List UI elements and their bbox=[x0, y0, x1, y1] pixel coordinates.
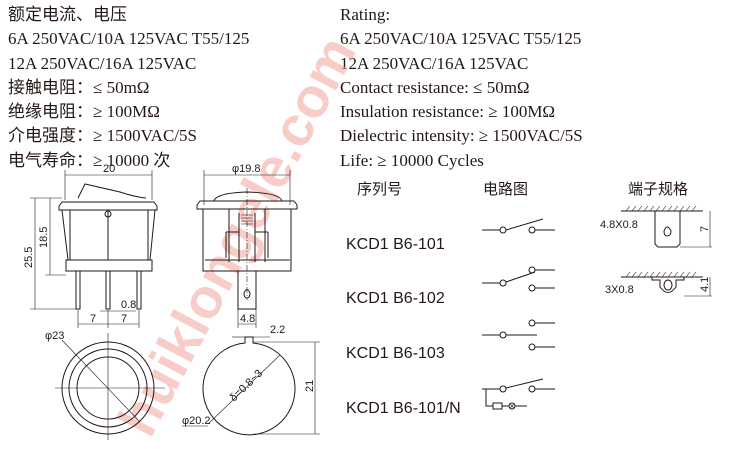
front-view: 20 25.5 18.5 0.8 7 7 bbox=[23, 163, 158, 328]
circuit-spdt bbox=[482, 266, 555, 292]
model-102: KCD1 B6-102 bbox=[346, 290, 445, 307]
spec-line: 12A 250VAC/16A 125VAC bbox=[8, 53, 197, 73]
dim-cutout-height: 21 bbox=[304, 380, 316, 392]
terminal-1-size: 4.8X0.8 bbox=[600, 219, 638, 231]
dim-pin-thickness: 0.8 bbox=[121, 299, 136, 311]
model-101: KCD1 B6-101 bbox=[346, 236, 445, 253]
circuit-spdt-center-off bbox=[482, 319, 555, 351]
circuit-spst-lamp bbox=[482, 378, 555, 410]
spec-line: 6A 250VAC/10A 125VAC T55/125 bbox=[340, 29, 582, 49]
spec-line: 6A 250VAC/10A 125VAC T55/125 bbox=[8, 29, 250, 49]
spec-line: Rating: bbox=[340, 5, 391, 24]
specs-chinese: 额定电流、电压 6A 250VAC/10A 125VAC T55/125 12A… bbox=[8, 3, 249, 173]
dim-bezel-diameter: φ23 bbox=[45, 330, 64, 342]
circuit-spst bbox=[482, 218, 555, 234]
header-model: 序列号 bbox=[357, 180, 402, 198]
dim-height-body: 18.5 bbox=[38, 227, 50, 248]
header-circuit: 电路图 bbox=[483, 180, 528, 198]
dim-panel-thickness: δ=0.8~3 bbox=[228, 367, 265, 404]
dim-side-diameter: φ19.8 bbox=[232, 163, 261, 175]
dim-width: 20 bbox=[103, 163, 115, 175]
terminal-1-height: 7 bbox=[699, 226, 711, 232]
spec-line: Dielectric intensity: ≥ 1500VAC/5S bbox=[340, 126, 583, 146]
spec-line: 12A 250VAC/16A 125VAC bbox=[340, 53, 529, 73]
dim-pitch-1: 7 bbox=[90, 313, 96, 325]
side-view: φ19.8 4.8 bbox=[196, 163, 298, 328]
spec-line: 绝缘电阻：≥ 100MΩ bbox=[8, 102, 160, 122]
spec-line: Insulation resistance: ≥ 100MΩ bbox=[340, 102, 556, 122]
dim-notch-width: 2.2 bbox=[270, 324, 285, 336]
dim-pitch-2: 7 bbox=[121, 313, 127, 325]
specs-english: Rating: 6A 250VAC/10A 125VAC T55/125 12A… bbox=[340, 3, 583, 173]
header-terminal: 端子规格 bbox=[628, 180, 688, 198]
spec-line: 介电强度：≥ 1500VAC/5S bbox=[8, 126, 197, 146]
spec-line: Life: ≥ 10000 Cycles bbox=[340, 150, 484, 170]
bezel-view: φ23 bbox=[45, 330, 165, 440]
dim-height-total: 25.5 bbox=[23, 247, 35, 268]
terminal-2-height: 4.1 bbox=[699, 277, 711, 292]
spec-line: 接触电阻：≤ 50mΩ bbox=[8, 77, 150, 97]
watermark: huiklongele.com bbox=[105, 26, 368, 446]
terminal-spec-1: 7 4.8X0.8 bbox=[600, 205, 712, 248]
dim-cutout-diameter: φ20.2 bbox=[182, 415, 211, 427]
model-101n: KCD1 B6-101/N bbox=[346, 400, 461, 417]
spec-line: 电气寿命：≥ 10000 次 bbox=[8, 150, 171, 170]
model-103: KCD1 B6-103 bbox=[346, 345, 445, 362]
terminal-2-size: 3X0.8 bbox=[605, 284, 634, 296]
spec-line: Contact resistance: ≤ 50mΩ bbox=[340, 77, 530, 97]
terminal-spec-2: 4.1 3X0.8 bbox=[605, 271, 712, 297]
dim-terminal-width: 4.8 bbox=[240, 313, 255, 325]
spec-line: 额定电流、电压 bbox=[8, 5, 127, 24]
